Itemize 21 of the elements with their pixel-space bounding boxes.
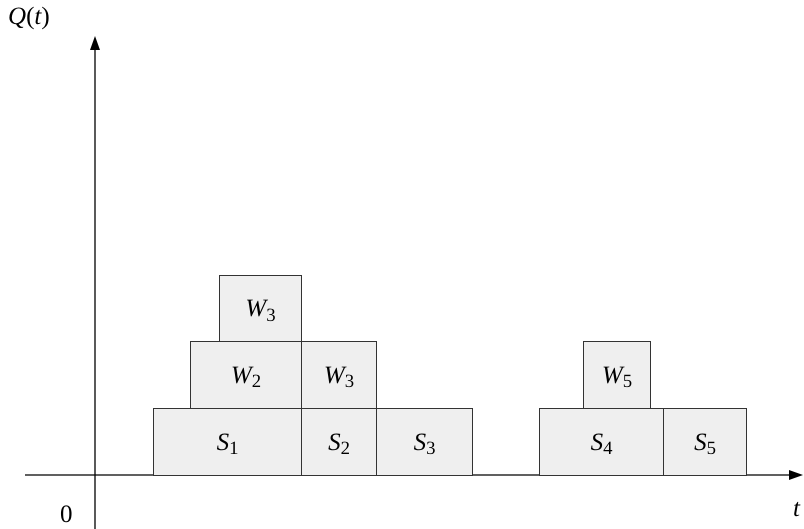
axis-label: t <box>793 496 800 521</box>
block-label: W$_{5}$ <box>602 362 632 388</box>
block-label: S$_{3}$ <box>414 430 436 454</box>
queue-block <box>153 408 302 476</box>
queue-block <box>663 408 747 476</box>
block-label: S$_{1}$ <box>216 430 238 454</box>
block-label: W$_{2}$ <box>230 362 262 388</box>
origin-label: 0 <box>60 502 72 527</box>
block-label: S$_{2}$ <box>328 430 350 454</box>
queue-block <box>539 408 664 476</box>
block-label: W$_{3}$ <box>324 362 354 388</box>
block-label: S$_{5}$ <box>694 430 716 454</box>
queue-block <box>376 408 473 476</box>
queue-block <box>219 275 302 342</box>
block-label: W$_{3}$ <box>245 296 276 321</box>
queue-block <box>301 408 377 476</box>
queue-block <box>301 341 377 409</box>
block-label: S$_{4}$ <box>590 430 612 454</box>
queue-block <box>583 341 651 409</box>
axis-label: Q(t) <box>8 4 50 29</box>
queue-block <box>190 341 302 409</box>
